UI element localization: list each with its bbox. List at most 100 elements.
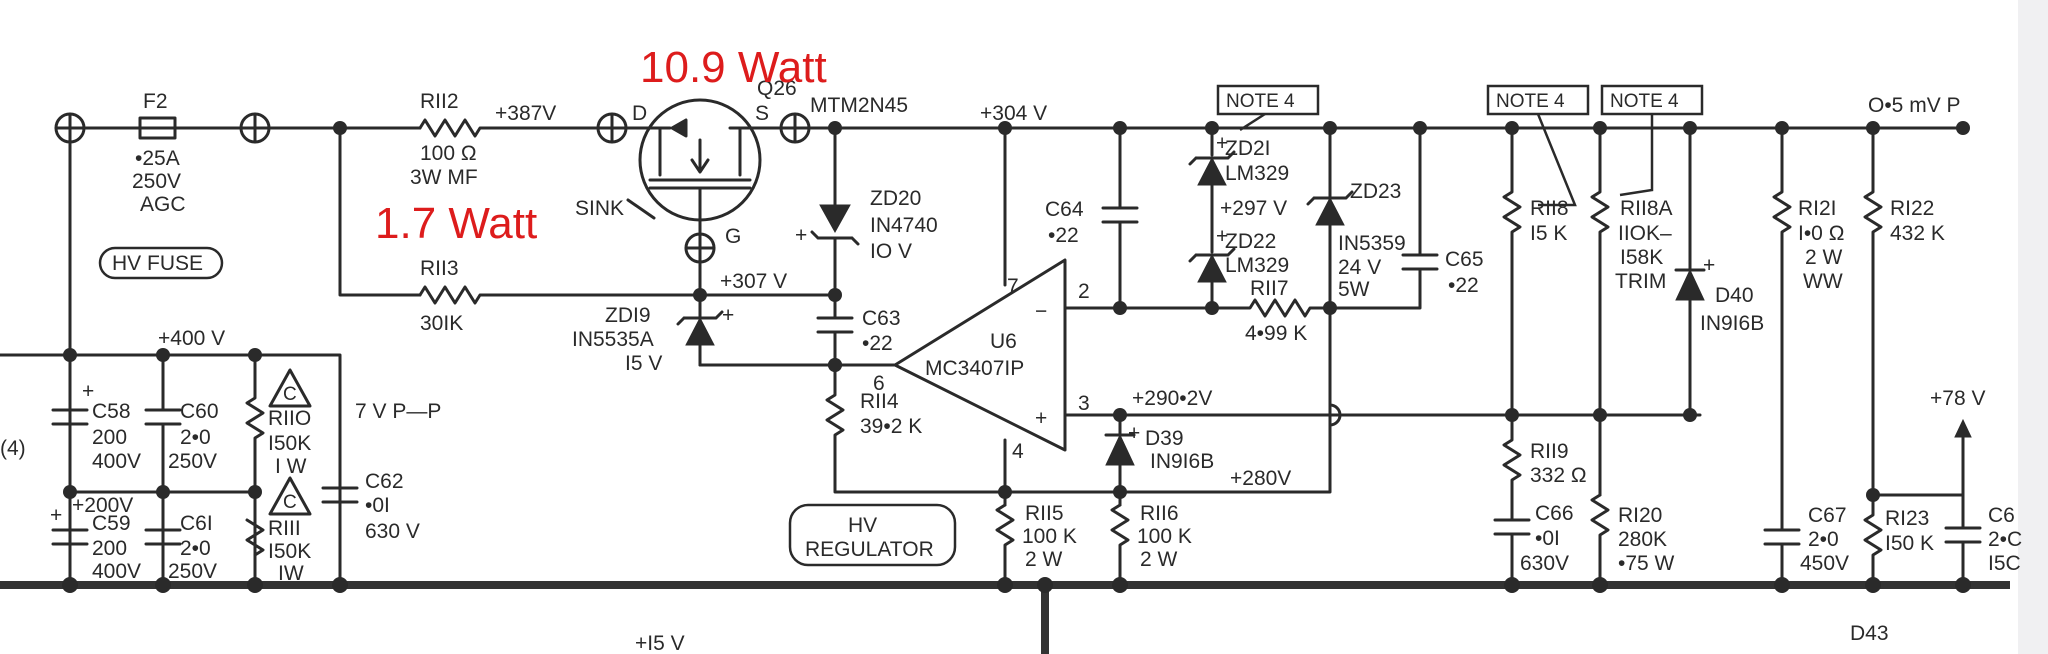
capacitor-c60: C60 2•0 250V xyxy=(144,353,219,582)
svg-text:NOTE 4: NOTE 4 xyxy=(1610,91,1679,112)
svg-text:RII5: RII5 xyxy=(1025,502,1064,525)
svg-text:IN5535A: IN5535A xyxy=(572,328,654,351)
svg-text:I58K: I58K xyxy=(1620,246,1663,269)
svg-text:200: 200 xyxy=(92,537,127,560)
svg-text:630V: 630V xyxy=(1520,552,1569,575)
svg-text:C58: C58 xyxy=(92,400,131,423)
svg-text:280K: 280K xyxy=(1618,528,1667,551)
resistor-r122: RI22 432 K xyxy=(1863,126,1945,497)
svg-text:7: 7 xyxy=(1007,275,1019,298)
svg-text:•22: •22 xyxy=(862,332,893,355)
svg-text:3: 3 xyxy=(1078,392,1090,415)
svg-text:RI20: RI20 xyxy=(1618,504,1662,527)
capacitor-c59: + C59 200 400V xyxy=(50,504,141,583)
svg-text:C64: C64 xyxy=(1045,198,1084,221)
svg-text:TRIM: TRIM xyxy=(1615,270,1666,293)
resistor-r118: RII8 I5 K xyxy=(1502,126,1569,417)
note-1: NOTE 4 xyxy=(1216,84,1320,116)
svg-text:IN5359: IN5359 xyxy=(1338,232,1406,255)
resistor-r116: RII6 100 K 2 W xyxy=(1110,502,1192,582)
svg-text:3W MF: 3W MF xyxy=(410,166,478,189)
resistor-r112: RII2 100 Ω 3W MF xyxy=(410,90,502,189)
svg-text:I W: I W xyxy=(275,455,307,478)
svg-text:RI22: RI22 xyxy=(1890,197,1934,220)
label-387v: +387V xyxy=(495,102,556,125)
svg-text:IW: IW xyxy=(278,562,304,585)
svg-text:I•0 Ω: I•0 Ω xyxy=(1798,222,1844,245)
junction xyxy=(333,121,347,135)
svg-text:ZD22: ZD22 xyxy=(1225,230,1276,253)
svg-text:G: G xyxy=(725,225,741,248)
label-78v: +78 V xyxy=(1930,387,1985,410)
svg-text:C63: C63 xyxy=(862,307,901,330)
resistor-r111: C RIII I50K IW xyxy=(245,476,312,585)
svg-text:IN4740: IN4740 xyxy=(870,214,938,237)
label-200v: +200V xyxy=(72,494,133,517)
svg-text:RIII: RIII xyxy=(268,517,301,540)
svg-text:C62: C62 xyxy=(365,470,404,493)
svg-text:•0I: •0I xyxy=(1535,527,1560,550)
terminal-2 xyxy=(239,112,271,144)
svg-text:•25A: •25A xyxy=(135,147,180,170)
svg-text:HV: HV xyxy=(848,514,877,537)
page-margin xyxy=(2018,0,2048,654)
label-290v: +290•2V xyxy=(1132,387,1212,410)
capacitor-c6x: C6 2•C I5C xyxy=(1944,493,2022,582)
svg-text:400V: 400V xyxy=(92,560,141,583)
svg-text:RI2I: RI2I xyxy=(1798,197,1837,220)
svg-text:432 K: 432 K xyxy=(1890,222,1945,245)
svg-text:250V: 250V xyxy=(168,450,217,473)
svg-text:5W: 5W xyxy=(1338,278,1370,301)
label-15v: +I5 V xyxy=(635,632,685,654)
svg-text:C6I: C6I xyxy=(180,512,213,535)
annotation-r113-power: 1.7 Watt xyxy=(375,199,537,248)
svg-text:630 V: 630 V xyxy=(365,520,420,543)
svg-text:2•0: 2•0 xyxy=(180,537,211,560)
capacitor-c64: C64 •22 xyxy=(1045,126,1139,310)
hv-regulator-box: HV REGULATOR xyxy=(788,503,957,567)
svg-text:332 Ω: 332 Ω xyxy=(1530,464,1587,487)
svg-text:2•0: 2•0 xyxy=(180,426,211,449)
svg-text:+: + xyxy=(722,304,734,327)
svg-text:NOTE 4: NOTE 4 xyxy=(1496,91,1565,112)
resistor-r123: RI23 I50 K xyxy=(1863,493,1934,582)
capacitor-c61: C6I 2•0 250V xyxy=(144,512,217,583)
svg-text:NOTE 4: NOTE 4 xyxy=(1226,91,1295,112)
diode-d40: D40 IN9I6B + xyxy=(1674,126,1764,417)
svg-text:U6: U6 xyxy=(990,330,1017,353)
svg-text:LM329: LM329 xyxy=(1225,162,1289,185)
zener-zd19: ZDI9 IN5535A I5 V + xyxy=(572,293,734,375)
svg-text:ZD23: ZD23 xyxy=(1350,180,1401,203)
capacitor-c62: C62 •0I 630 V xyxy=(321,470,420,543)
svg-text:100 Ω: 100 Ω xyxy=(420,142,477,165)
svg-text:I50K: I50K xyxy=(268,540,311,563)
resistor-r118a: RII8A IIOK– I58K TRIM xyxy=(1590,126,1673,497)
note-2: NOTE 4 xyxy=(1486,84,1590,116)
resistor-r113: RII3 30IK xyxy=(418,257,702,335)
label-307v: +307 V xyxy=(720,270,787,293)
resistor-r114: RII4 39•2 K xyxy=(825,363,1007,494)
svg-text:ZD2I: ZD2I xyxy=(1225,137,1271,160)
svg-text:RII6: RII6 xyxy=(1140,502,1179,525)
svg-text:RII8A: RII8A xyxy=(1620,197,1673,220)
resistor-r115: RII5 100 K 2 W xyxy=(995,502,1077,582)
svg-text:RII9: RII9 xyxy=(1530,440,1569,463)
annotation-q26-power: 10.9 Watt xyxy=(640,43,827,92)
resistor-r119: RII9 332 Ω xyxy=(1502,413,1587,522)
svg-text:C6: C6 xyxy=(1988,504,2015,527)
svg-text:F2: F2 xyxy=(143,90,168,113)
label-ripple: 7 V P—P xyxy=(355,400,441,423)
zener-zd22: ZD22 LM329 + xyxy=(1188,225,1289,310)
svg-text:ZDI9: ZDI9 xyxy=(605,304,651,327)
svg-text:2 W: 2 W xyxy=(1140,548,1178,571)
svg-text:RII4: RII4 xyxy=(860,390,899,413)
svg-text:WW: WW xyxy=(1803,270,1843,293)
svg-text:450V: 450V xyxy=(1800,552,1849,575)
svg-text:200: 200 xyxy=(92,426,127,449)
svg-text:6: 6 xyxy=(873,372,885,395)
label-d43: D43 xyxy=(1850,622,1889,645)
capacitor-c58: + C58 200 400V xyxy=(51,380,141,473)
svg-text:IO V: IO V xyxy=(870,240,912,263)
resistor-r117: RII7 4•99 K xyxy=(1210,277,1332,345)
svg-text:+: + xyxy=(82,380,94,403)
